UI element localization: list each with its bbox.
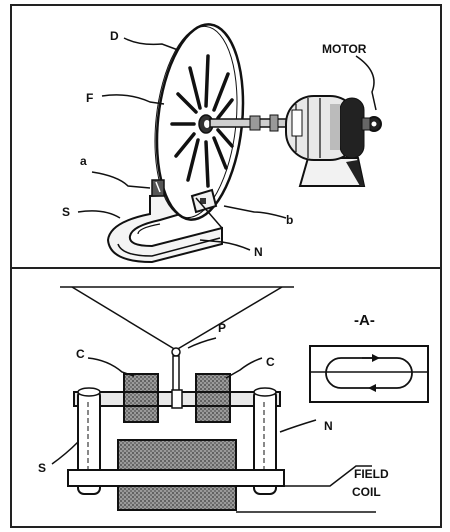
post-south [77,387,101,495]
label-south-bottom: S [38,461,46,475]
label-field-coil-line2: COIL [352,485,381,499]
brush-contact-b [190,188,218,214]
disc-fins [170,54,234,188]
inset-a [309,345,429,403]
horseshoe-magnet [106,192,223,264]
top-leader-lines [77,37,377,251]
upper-armature [73,389,281,409]
coil-left [123,373,159,423]
label-south-top: S [62,205,70,219]
label-pointer: P [218,321,226,335]
label-disc: D [110,29,119,43]
label-north-bottom: N [324,419,333,433]
magnet-front-edge [195,197,223,229]
lower-yoke [67,469,285,487]
label-inset-a: -A- [354,312,375,329]
arrow-left-icon [368,384,376,392]
motor [285,95,382,187]
coil-right [195,373,231,423]
bottom-leader-lines [51,337,317,465]
label-motor: MOTOR [322,42,367,56]
post-north [253,387,277,495]
arrow-right-icon [372,354,380,362]
top-panel: D F a S b N MOTOR [62,23,382,264]
brush-contact-a [151,179,165,197]
bottom-panel: C C P N S -A- FIELD COIL [38,286,429,513]
label-contact-b: b [286,213,293,227]
label-coil-left: C [76,347,85,361]
label-field-coil-line1: FIELD [354,467,389,481]
label-contact-a: a [80,154,87,168]
label-fins: F [86,91,93,105]
label-north-top: N [254,245,263,259]
label-coil-right: C [266,355,275,369]
suspension-wires [60,286,294,351]
field-coil-leads [236,465,376,513]
